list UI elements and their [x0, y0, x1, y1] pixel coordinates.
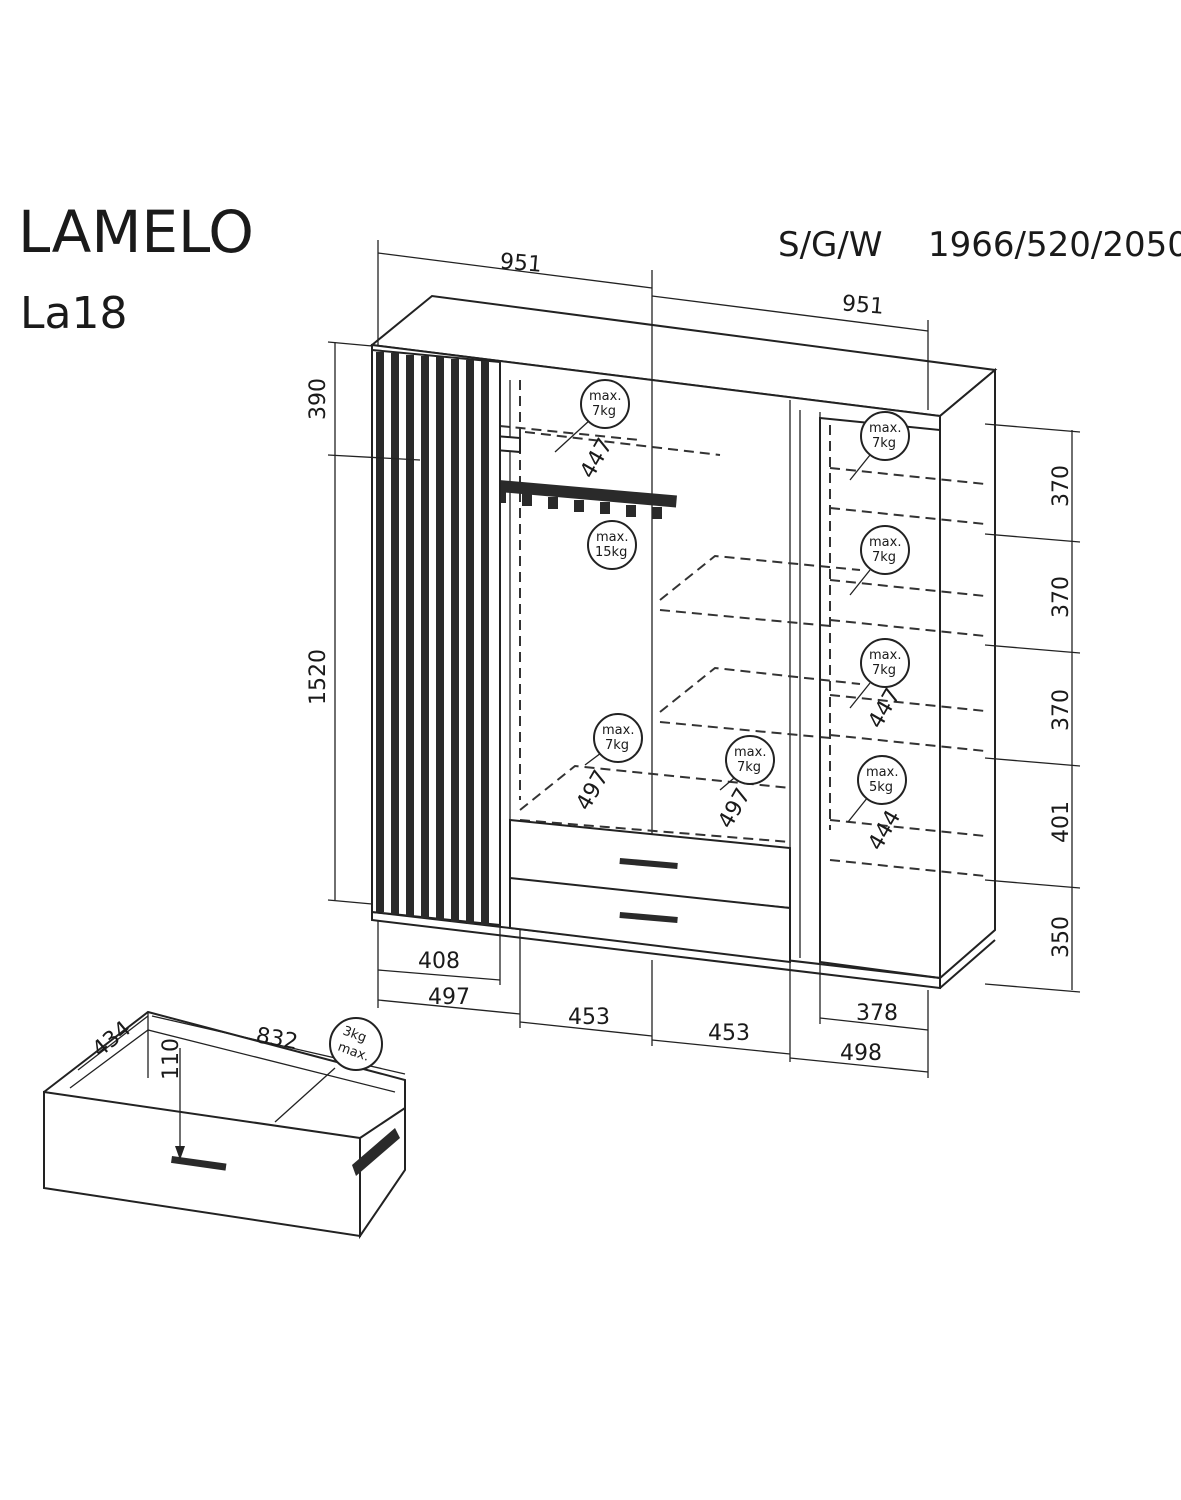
dim-left-top: 390	[306, 378, 331, 420]
load-badge-line2: 7kg	[872, 550, 896, 565]
model-code: La18	[20, 288, 127, 339]
drawer-width: 832	[254, 1023, 300, 1055]
load-badge-line2: 7kg	[872, 663, 896, 678]
dim-right-base: 350	[1049, 916, 1074, 958]
drawer-load-badge: 3kg max.	[329, 1017, 383, 1071]
load-badge: max. 7kg	[580, 379, 630, 429]
load-badge: max. 7kg	[860, 411, 910, 461]
slatted-door	[371, 348, 501, 927]
dimensions-value: 1966/520/2050	[928, 225, 1181, 265]
dim-top-right: 951	[841, 291, 885, 320]
dim-right-4: 401	[1049, 801, 1074, 843]
load-badge: max. 15kg	[587, 520, 637, 570]
dim-top-left: 951	[499, 249, 543, 278]
load-badge-line1: max.	[869, 421, 901, 436]
dim-left-main: 1520	[306, 649, 331, 705]
load-badge-line2: 7kg	[737, 760, 761, 775]
load-badge-line1: max.	[866, 765, 898, 780]
load-badge: max. 5kg	[857, 755, 907, 805]
dim-right-1: 370	[1049, 465, 1074, 507]
load-badge-line1: max.	[734, 745, 766, 760]
load-badge: max. 7kg	[860, 525, 910, 575]
dim-bottom-slat: 408	[418, 949, 460, 974]
dim-bottom-left: 497	[428, 985, 470, 1010]
load-badge: max. 7kg	[860, 638, 910, 688]
dim-bottom-door-1: 453	[568, 1005, 610, 1030]
load-badge: max. 7kg	[593, 713, 643, 763]
load-badge: max. 7kg	[725, 735, 775, 785]
drawer-depth: 434	[88, 1016, 136, 1062]
load-badge-line1: max.	[869, 648, 901, 663]
dim-right-2: 370	[1049, 576, 1074, 618]
load-badge-line2: 7kg	[605, 738, 629, 753]
load-badge-line2: 7kg	[872, 436, 896, 451]
product-name: LAMELO	[18, 198, 254, 266]
dim-right-3: 370	[1049, 689, 1074, 731]
dim-bottom-right-inner: 378	[856, 1001, 898, 1026]
dimension-lines	[327, 240, 1081, 1078]
drawer-height: 110	[159, 1038, 184, 1080]
load-badge-line2: 5kg	[869, 780, 893, 795]
wardrobe-body	[369, 294, 998, 990]
dim-bottom-right: 498	[840, 1041, 882, 1066]
load-badge-line1: max.	[589, 389, 621, 404]
load-badge-line2: 15kg	[595, 545, 627, 560]
dimensions-label: S/G/W	[778, 225, 882, 265]
load-badge-line2: 7kg	[592, 404, 616, 419]
dim-bottom-door-2: 453	[708, 1021, 750, 1046]
drawer-detail	[43, 1010, 406, 1240]
load-badge-line1: max.	[869, 535, 901, 550]
load-badge-line1: max.	[602, 723, 634, 738]
load-badge-line1: max.	[596, 530, 628, 545]
